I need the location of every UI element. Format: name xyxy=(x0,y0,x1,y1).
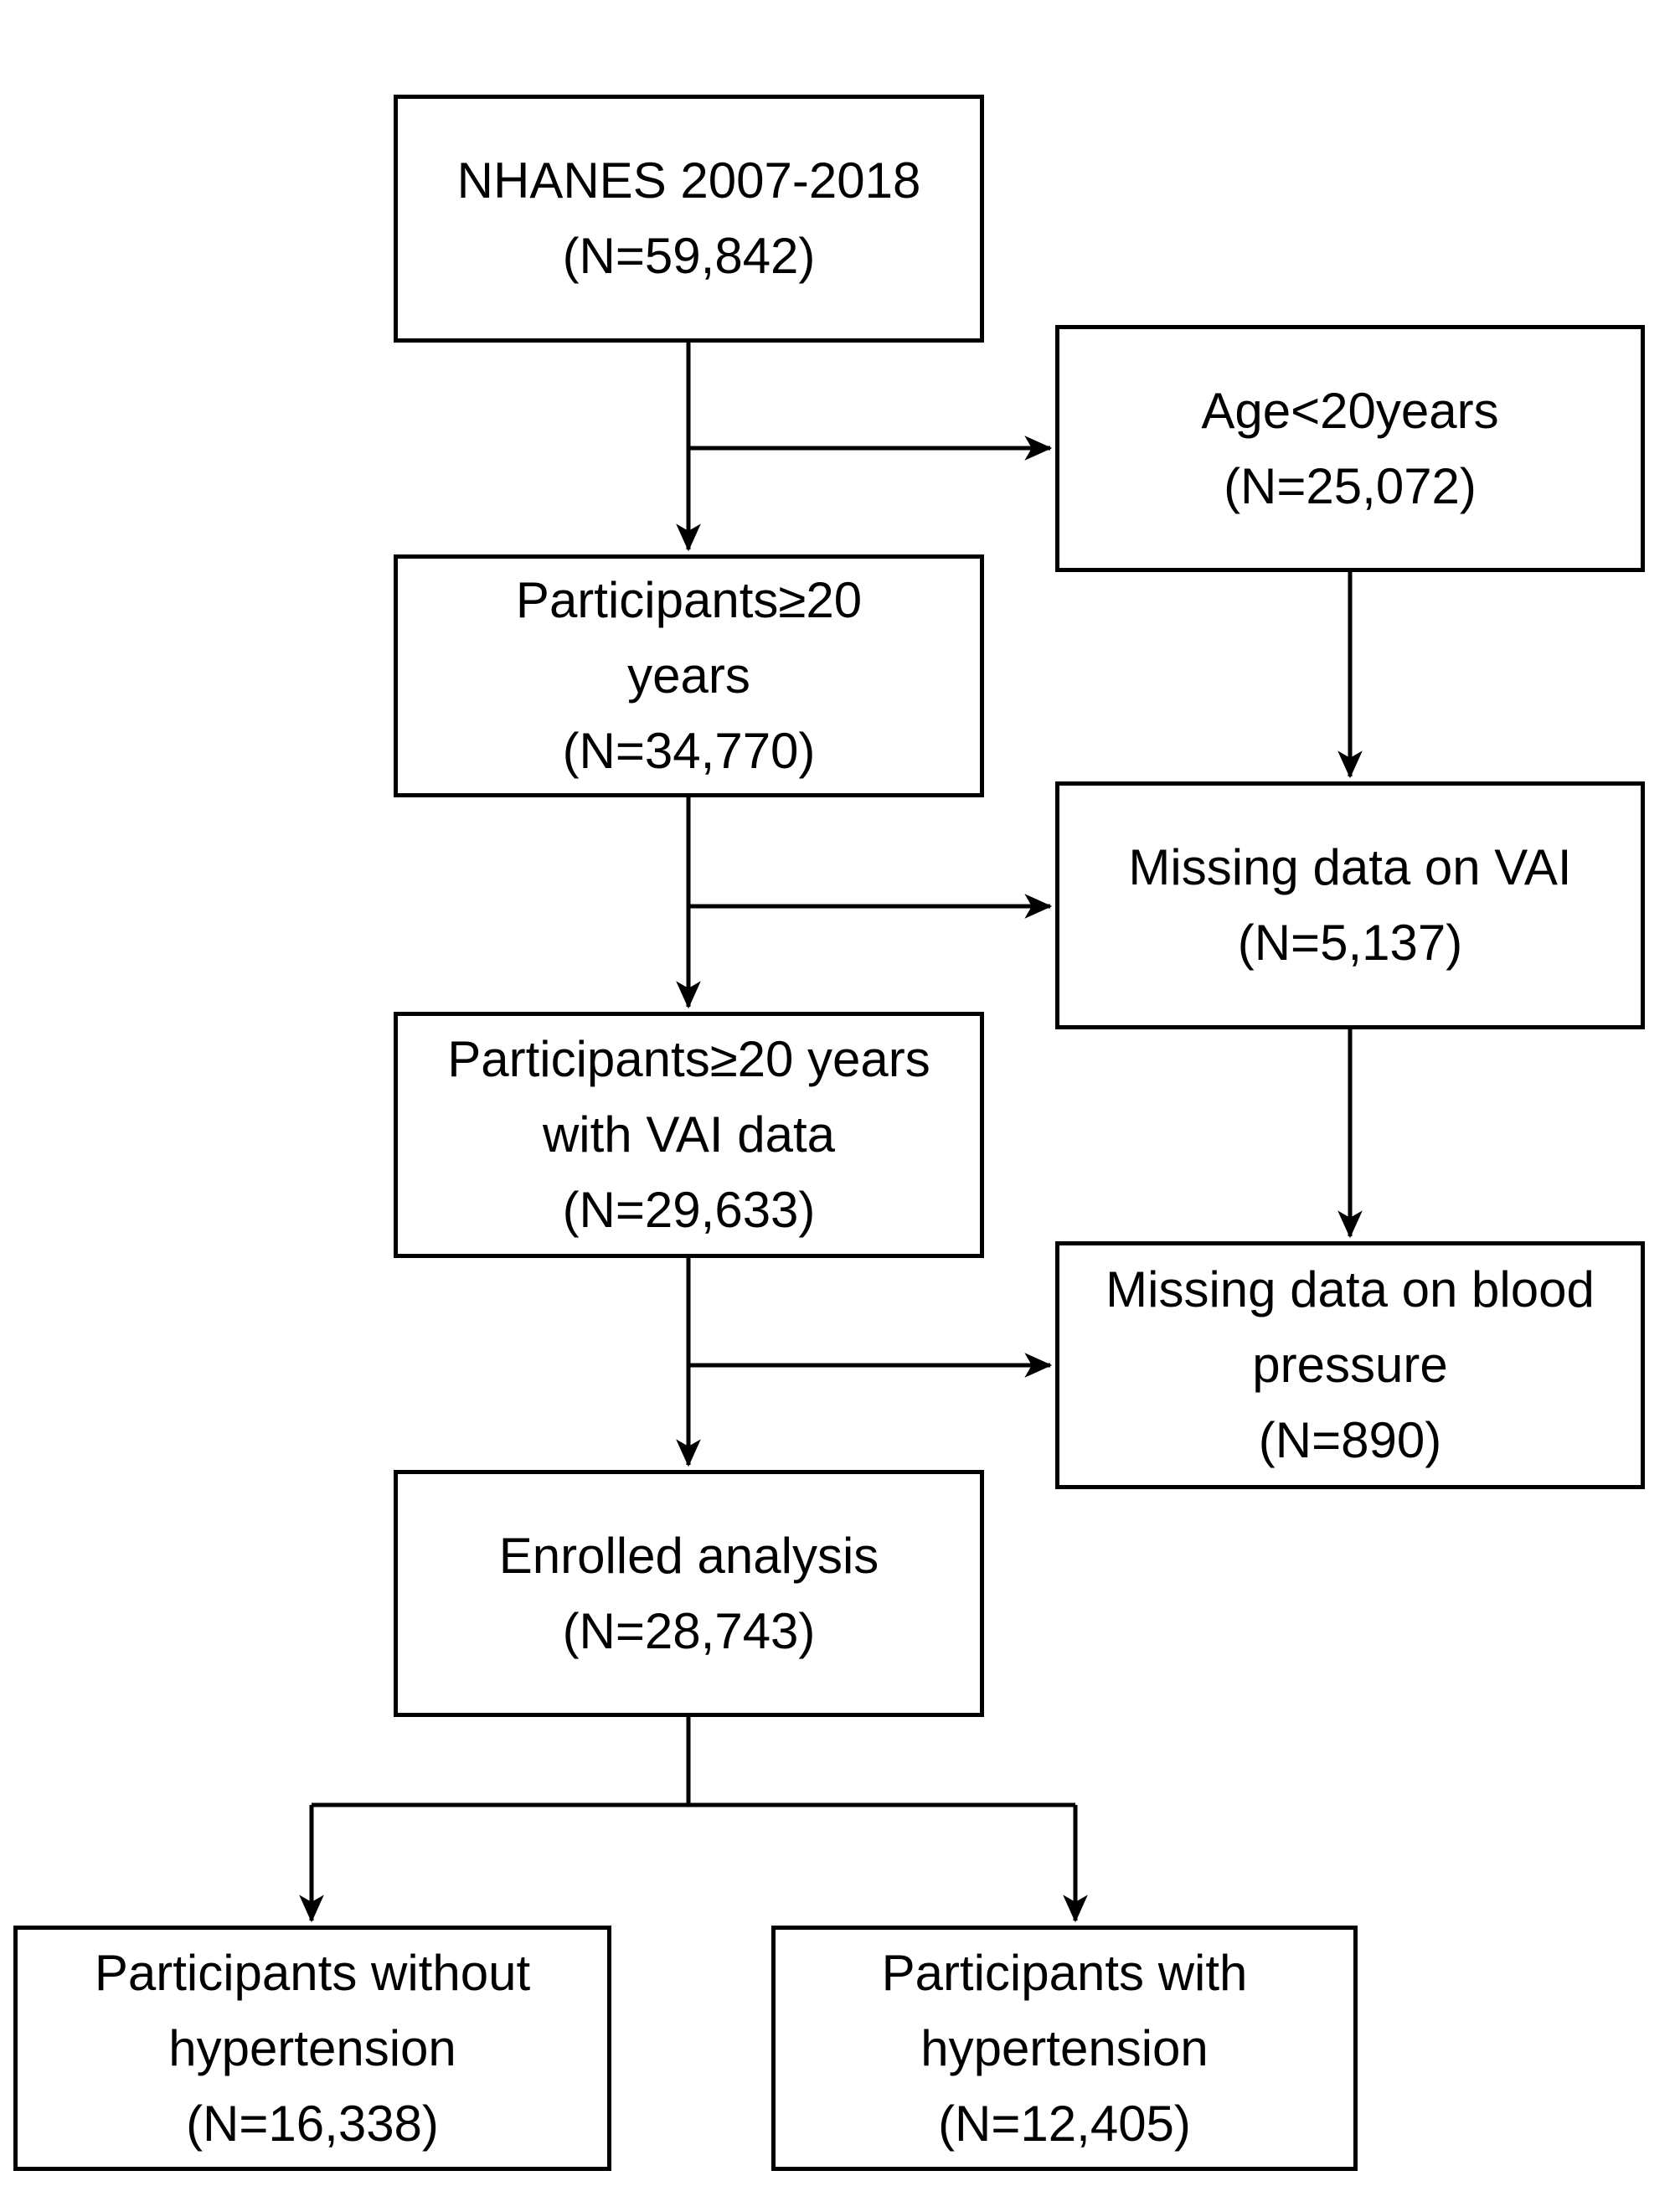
node-missing-vai-excluded: Missing data on VAI (N=5,137) xyxy=(1055,781,1645,1029)
node-nhanes-total: NHANES 2007-2018 (N=59,842) xyxy=(394,95,984,343)
node-participants-with-vai-data: Participants≥20 years with VAI data (N=2… xyxy=(394,1012,984,1258)
node-enrolled-analysis: Enrolled analysis (N=28,743) xyxy=(394,1470,984,1717)
node-missing-blood-pressure-excluded: Missing data on blood pressure (N=890) xyxy=(1055,1241,1645,1489)
edge-enrolled-split xyxy=(312,1717,1075,1807)
node-participants-without-hypertension: Participants without hypertension (N=16,… xyxy=(13,1926,611,2171)
node-participants-with-hypertension: Participants with hypertension (N=12,405… xyxy=(771,1926,1358,2171)
node-participants-20-plus: Participants≥20 years (N=34,770) xyxy=(394,554,984,797)
node-age-under-20-excluded: Age<20years (N=25,072) xyxy=(1055,325,1645,572)
